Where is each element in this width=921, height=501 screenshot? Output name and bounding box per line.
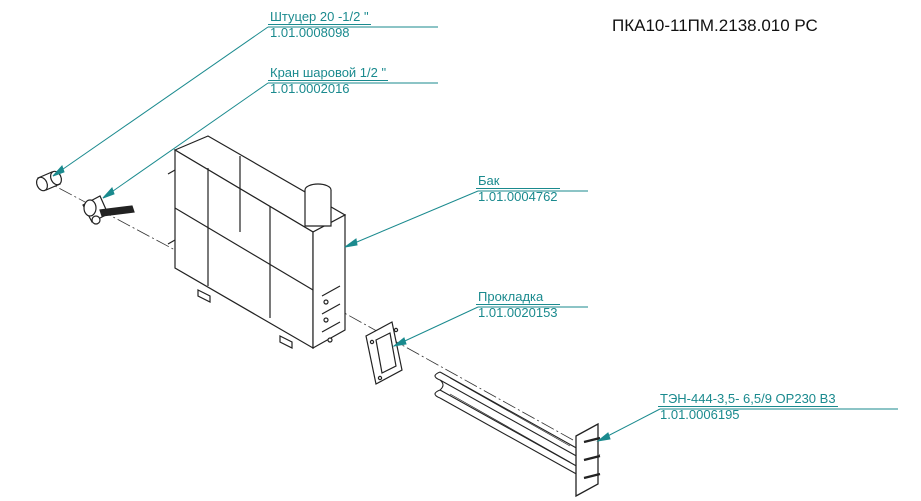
callout-fitting-code: 1.01.0008098: [268, 24, 371, 40]
callout-ball-valve: Кран шаровой 1/2 " 1.01.0002016: [268, 65, 389, 96]
tank-part: [167, 135, 347, 350]
callout-tank-code: 1.01.0004762: [476, 188, 560, 204]
callout-heating-element-code: 1.01.0006195: [658, 406, 838, 422]
callout-fitting-name: Штуцер 20 -1/2 ": [270, 9, 369, 24]
callout-heating-element-name: ТЭН-444-3,5- 6,5/9 ОР230 В3: [660, 391, 836, 406]
callout-fitting: Штуцер 20 -1/2 " 1.01.0008098: [268, 9, 371, 40]
callout-gasket: Прокладка 1.01.0020153: [476, 289, 560, 320]
callout-heating-element: ТЭН-444-3,5- 6,5/9 ОР230 В3 1.01.0006195: [658, 391, 838, 422]
ball-valve-part: [82, 195, 135, 225]
callout-gasket-name: Прокладка: [478, 289, 544, 304]
document-code: ПКА10-11ПМ.2138.010 РС: [612, 16, 818, 35]
callout-gasket-code: 1.01.0020153: [476, 304, 560, 320]
callout-ball-valve-name: Кран шаровой 1/2 ": [270, 65, 387, 80]
callout-tank: Бак 1.01.0004762: [476, 173, 560, 204]
callout-tank-name: Бак: [478, 173, 500, 188]
heating-element-part: [434, 371, 601, 498]
leader-lines: [52, 26, 898, 442]
gasket-part: [365, 321, 403, 385]
callout-ball-valve-code: 1.01.0002016: [268, 80, 389, 96]
fitting-part: [35, 170, 63, 192]
